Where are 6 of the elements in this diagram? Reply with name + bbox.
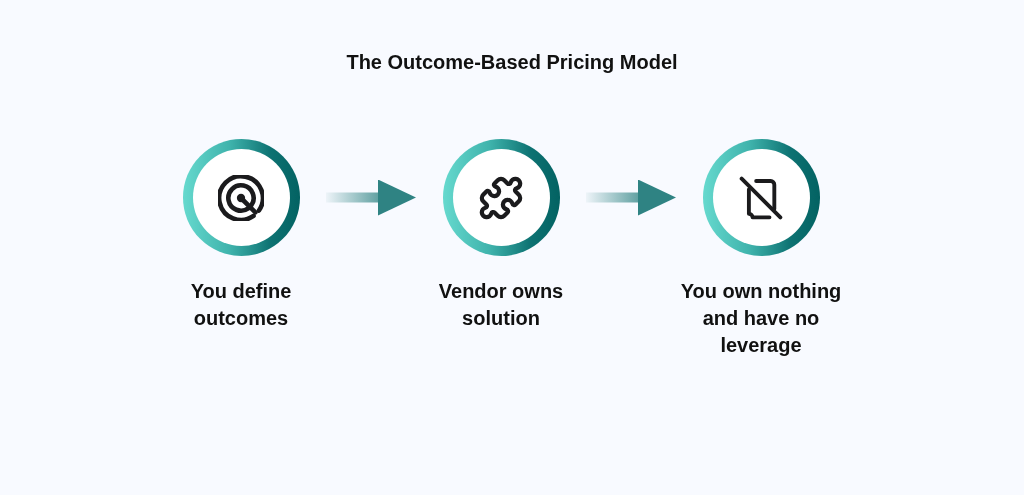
step-label: You own nothing and have no leverage xyxy=(679,279,843,358)
step-label: Vendor owns solution xyxy=(437,279,565,331)
arrow xyxy=(326,179,416,216)
step-label: You define outcomes xyxy=(189,279,293,331)
arrow xyxy=(586,179,676,216)
diagram-title: The Outcome-Based Pricing Model xyxy=(346,50,678,75)
